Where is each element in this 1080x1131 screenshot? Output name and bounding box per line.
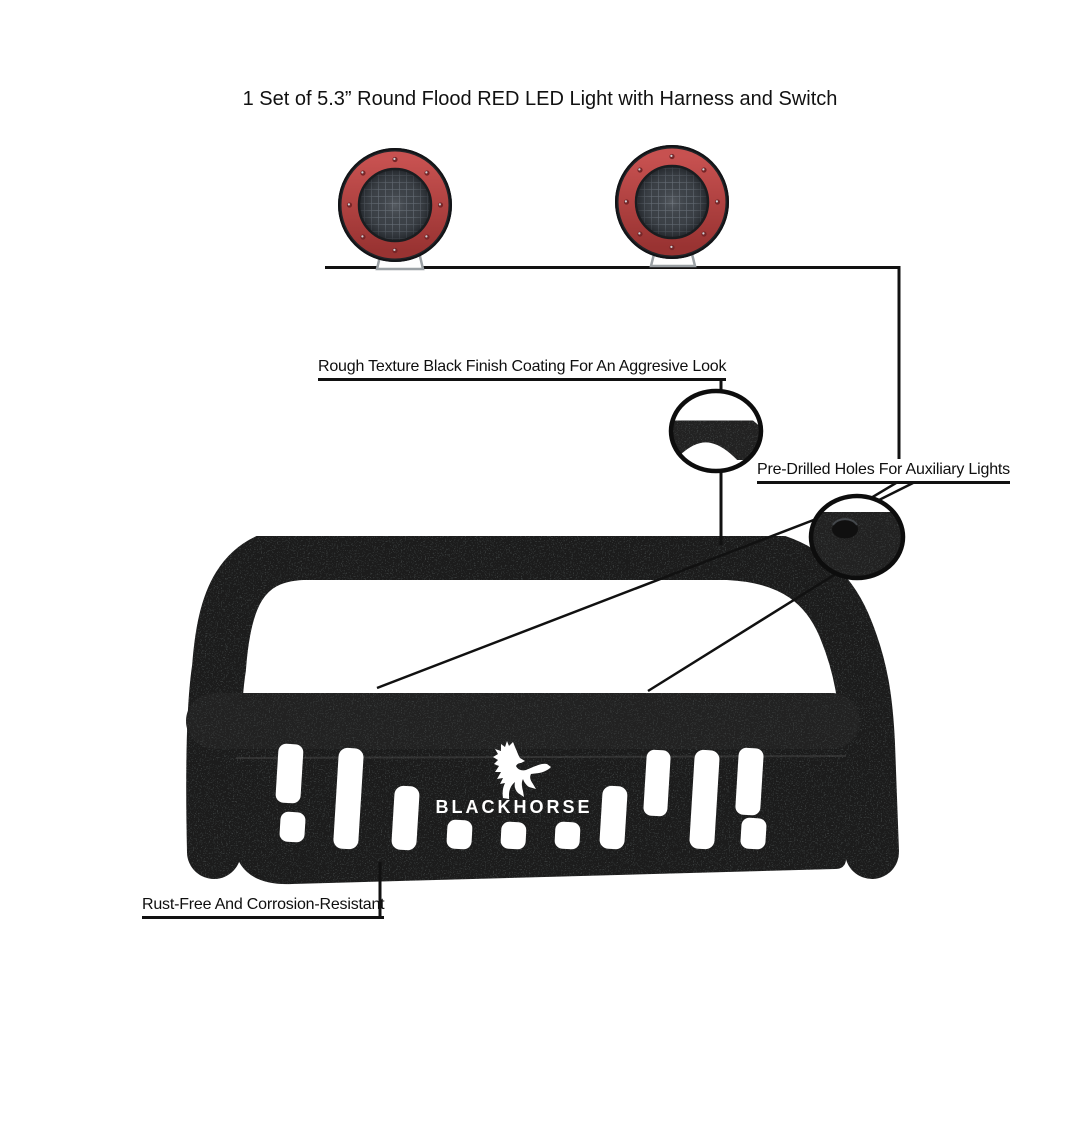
texture-zoom-circle (668, 388, 764, 474)
annotation-lines (376, 380, 914, 916)
drilled-hole-zoom-circle (808, 493, 906, 581)
light-connector-line (325, 266, 901, 459)
texture-finish-label: Rough Texture Black Finish Coating For A… (318, 358, 726, 381)
brand-wordmark: BLACKHORSE (435, 797, 592, 817)
bezel-screws (623, 153, 721, 251)
bezel-screws (346, 156, 444, 254)
rust-free-label: Rust-Free And Corrosion-Resistant (142, 896, 385, 919)
bull-bar (186, 526, 899, 885)
rearing-horse-icon (493, 741, 551, 799)
predrilled-holes-label: Pre-Drilled Holes For Auxiliary Lights (757, 461, 1010, 484)
skid-plate-slots (275, 743, 767, 851)
product-title: 1 Set of 5.3” Round Flood RED LED Light … (242, 88, 838, 110)
led-light-left (338, 148, 452, 271)
blackhorse-logo: BLACKHORSE (435, 741, 592, 817)
led-light-right (615, 145, 729, 268)
